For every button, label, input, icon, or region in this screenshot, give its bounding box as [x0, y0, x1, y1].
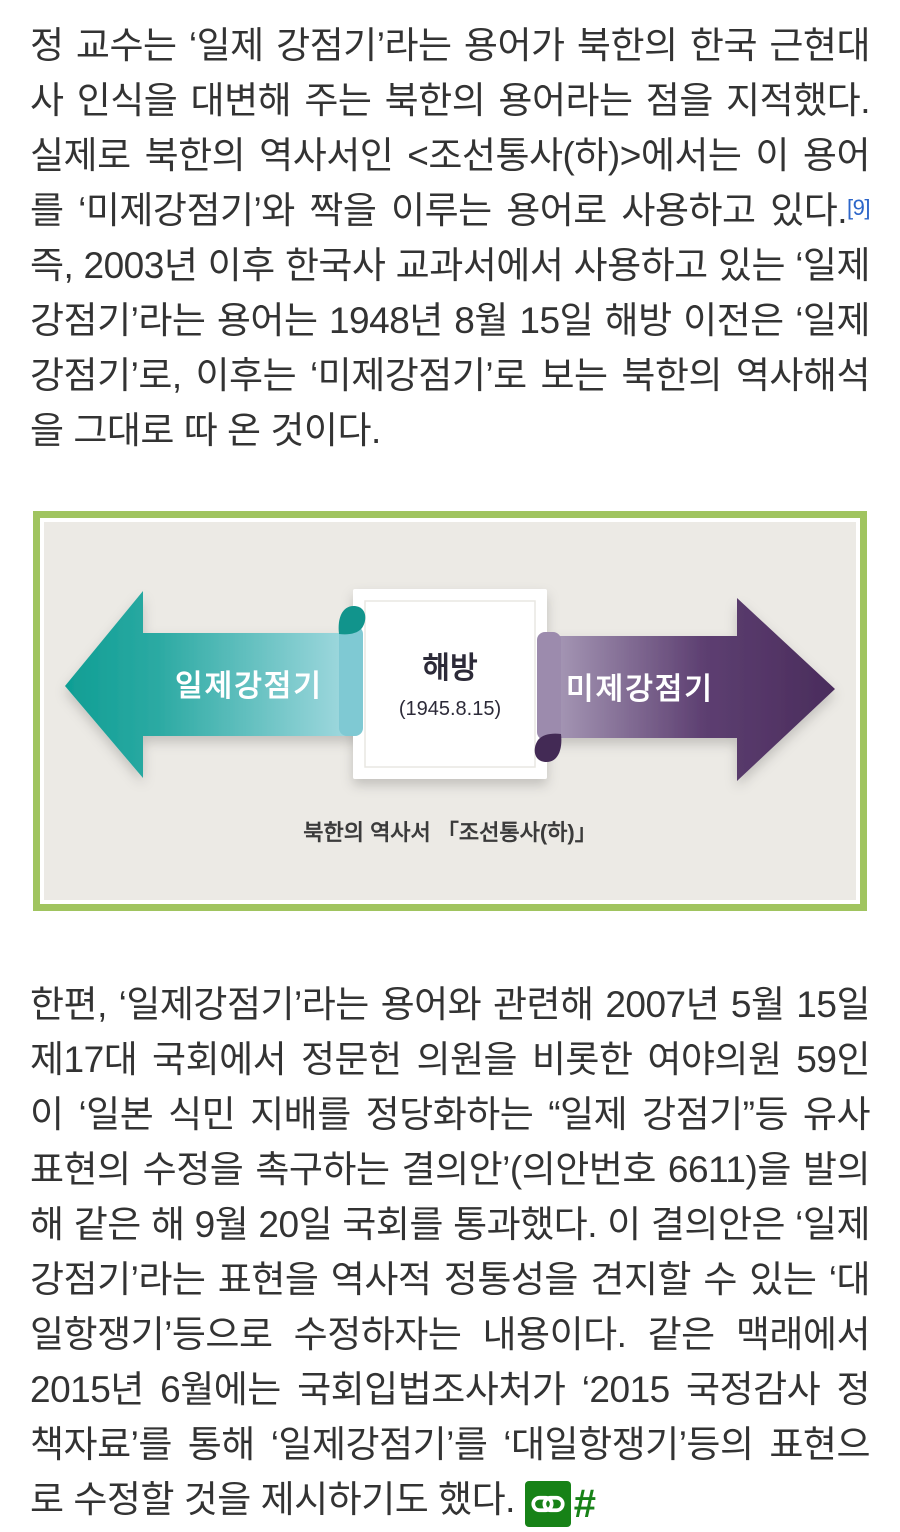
- right-ribbon-fold: [534, 733, 562, 763]
- paragraph-top-text-before-ref: 정 교수는 ‘일제 강점기’라는 용어가 북한의 한국 근현대사 인식을 대변해…: [30, 25, 871, 231]
- paragraph-top: 정 교수는 ‘일제 강점기’라는 용어가 북한의 한국 근현대사 인식을 대변해…: [30, 18, 871, 458]
- paragraph-bottom-text: 한편, ‘일제강점기’라는 용어와 관련해 2007년 5월 15일 제17대 …: [30, 984, 871, 1520]
- external-link-hash[interactable]: #: [573, 1481, 596, 1526]
- right-ribbon-end: [537, 632, 561, 740]
- paragraph-top-text-after-ref: 즉, 2003년 이후 한국사 교과서에서 사용하고 있는 ‘일제강점기’라는 …: [30, 245, 871, 451]
- chain-link-icon: [531, 1495, 565, 1513]
- paragraph-bottom: 한편, ‘일제강점기’라는 용어와 관련해 2007년 5월 15일 제17대 …: [30, 977, 871, 1532]
- left-arrow-label: 일제강점기: [175, 670, 323, 703]
- external-link[interactable]: #: [524, 1477, 596, 1532]
- figure-caption: 북한의 역사서 「조선통사(하)」: [303, 820, 597, 845]
- liberation-box: [353, 589, 547, 779]
- right-arrow-label: 미제강점기: [566, 673, 714, 706]
- diagram-svg: 일제강점기 미제강점기 해방 (1945.8.15) 북한의 역사서 「조선통사…: [65, 589, 835, 845]
- figure-timeline-diagram: 일제강점기 미제강점기 해방 (1945.8.15) 북한의 역사서 「조선통사…: [33, 511, 867, 911]
- footnote-superscript: [9]: [847, 195, 870, 220]
- left-arrow: [65, 591, 359, 778]
- figure-inner-background: 일제강점기 미제강점기 해방 (1945.8.15) 북한의 역사서 「조선통사…: [44, 522, 856, 900]
- footnote-9-link[interactable]: [9]: [847, 195, 870, 220]
- liberation-title: 해방: [422, 652, 478, 685]
- external-link-icon[interactable]: [524, 1481, 571, 1527]
- liberation-date: (1945.8.15): [399, 698, 501, 720]
- left-ribbon-end: [339, 626, 363, 736]
- left-ribbon-fold: [338, 605, 366, 635]
- right-arrow: [544, 598, 835, 781]
